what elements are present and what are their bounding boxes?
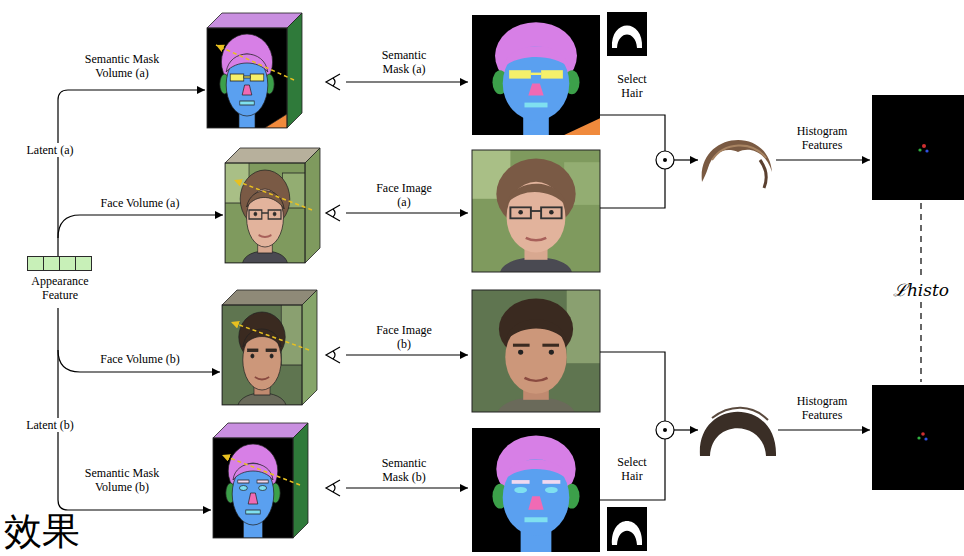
- eye-symbol: [326, 74, 340, 90]
- render-arrow: [346, 81, 468, 82]
- render-arrow: [346, 212, 468, 213]
- latent-label: Latent (b): [24, 418, 76, 432]
- branch-line: [58, 215, 223, 238]
- feature-cell: [43, 256, 60, 271]
- camera-eyes: [326, 74, 468, 496]
- semantic-mask-image: [472, 15, 600, 135]
- branch-line: [58, 350, 220, 372]
- render-arrow: [346, 354, 468, 355]
- cube-face: [222, 305, 302, 405]
- wire: [778, 429, 870, 430]
- mask-volume-cube: [207, 13, 302, 128]
- face-image: [472, 290, 600, 412]
- node-label: Appearance Feature: [22, 274, 98, 302]
- feature-vector: Appearance Feature: [22, 256, 98, 302]
- view-ray: [231, 322, 309, 350]
- view-ray: [222, 455, 300, 485]
- merge-lines: [600, 115, 870, 500]
- hair-crop: [702, 140, 772, 188]
- feature-cell: [59, 256, 76, 271]
- cube-face: [213, 438, 293, 538]
- branch-label: Semantic Mask Volume (a): [66, 52, 178, 80]
- hair-crop: [700, 408, 776, 456]
- cube-face: [225, 163, 305, 263]
- mask-volume-cube: [213, 423, 308, 538]
- feature-cell: [27, 256, 44, 271]
- render-arrow: [346, 487, 468, 488]
- cube-face: [302, 290, 317, 405]
- wire: [600, 439, 665, 500]
- view-ray: [216, 45, 294, 80]
- feature-cells: [22, 256, 98, 271]
- histogram-panel: [872, 385, 964, 490]
- branch-line: [58, 90, 205, 256]
- loss-label: ℒhisto: [891, 280, 951, 300]
- eye-symbol: [326, 480, 340, 496]
- eye-symbol: [326, 205, 340, 221]
- cube-face: [305, 148, 320, 263]
- product-symbol: [656, 421, 674, 439]
- operation-label: Select Hair: [610, 72, 654, 100]
- view-ray: [234, 180, 312, 210]
- branch-line: [58, 308, 211, 510]
- semantic-mask-image: [472, 428, 600, 552]
- face-volume-cube: [225, 148, 320, 263]
- feature-cell: [75, 256, 92, 271]
- latent-label: Latent (a): [25, 143, 76, 157]
- wire: [776, 159, 870, 160]
- wire: [674, 429, 698, 430]
- wire: [600, 115, 665, 151]
- wire: [674, 159, 698, 160]
- product-symbol: [656, 151, 674, 169]
- branch-label: Face Volume (b): [100, 352, 180, 366]
- hair-mask-icon: [607, 507, 647, 551]
- render-label: Semantic Mask (b): [369, 456, 439, 484]
- branch-label: Semantic Mask Volume (b): [66, 466, 178, 494]
- feature-label: Histogram Features: [786, 124, 858, 152]
- cube-face: [207, 13, 302, 28]
- latent-branches: [58, 90, 223, 510]
- operation-label: Select Hair: [610, 455, 654, 483]
- face-image: [472, 150, 600, 272]
- wire: [600, 169, 665, 208]
- face-volume-cube: [222, 290, 317, 405]
- cube-face: [207, 28, 287, 128]
- branch-label: Face Volume (a): [101, 196, 180, 210]
- cube-face: [222, 290, 317, 305]
- histogram-panel: [872, 95, 964, 200]
- render-label: Face Image (b): [374, 323, 434, 351]
- render-label: Semantic Mask (a): [369, 48, 439, 76]
- cube-face: [225, 148, 320, 163]
- feature-label: Histogram Features: [786, 394, 858, 422]
- hair-mask-icon: [607, 12, 647, 56]
- slide-heading: 效果: [4, 510, 80, 552]
- cube-face: [287, 13, 302, 128]
- eye-symbol: [326, 347, 340, 363]
- cube-face: [213, 423, 308, 438]
- wire: [600, 352, 665, 421]
- cube-face: [293, 423, 308, 538]
- render-label: Face Image (a): [374, 181, 434, 209]
